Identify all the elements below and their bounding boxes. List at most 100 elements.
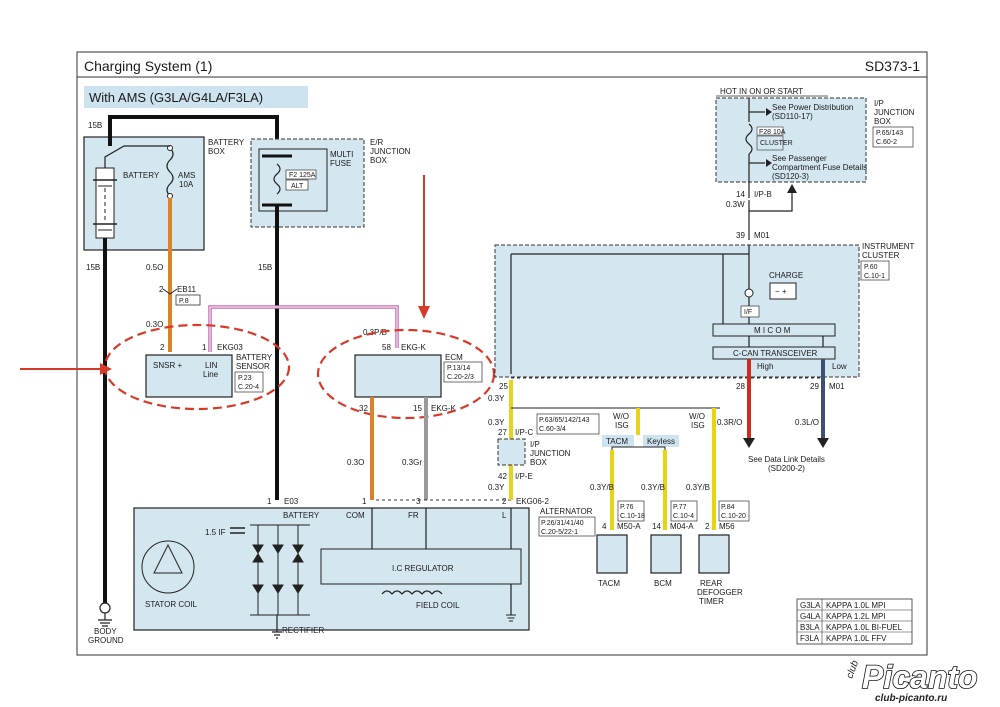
orange-wire-below-label: 0.3O: [146, 320, 163, 329]
ecm-bottom-connector: EKG-K: [431, 404, 457, 413]
body-ground-label: BODY: [94, 627, 117, 636]
module-wire-label: 0.3Y/B: [590, 483, 614, 492]
svg-text:− +: − +: [775, 287, 787, 296]
battery-sensor-label: BATTERY: [236, 353, 273, 362]
diagram-frame: [76, 51, 928, 656]
rectifier-diodes-icon: [250, 524, 310, 616]
yellow-wire-label-c: 0.3Y: [488, 483, 505, 492]
ip-box-top-label: JUNCTION: [874, 108, 915, 117]
alternator-ref: P.26/31/41/40: [541, 520, 584, 527]
battery-box-label: BATTERY: [208, 138, 245, 147]
alternator-ref: C.20-5/22-1: [541, 529, 578, 536]
cluster-fuse-icon: [745, 123, 753, 155]
ic-regulator-box: [320, 548, 522, 585]
cluster-pin-25: 25: [499, 382, 508, 391]
alternator-label: ALTERNATOR: [540, 507, 593, 516]
picanto-club-watermark: club Picanto club-picanto.ru: [844, 658, 978, 704]
subtitle: With AMS (G3LA/G4LA/F3LA): [89, 90, 263, 105]
eb11-page: P.8: [179, 298, 189, 305]
legend-code: B3LA: [800, 623, 820, 632]
battery-label: BATTERY: [123, 171, 160, 180]
module-wire-label: 0.3Y/B: [686, 483, 710, 492]
ic-regulator-label: I.C REGULATOR: [392, 564, 454, 573]
battery-sensor-label: SENSOR: [236, 362, 270, 371]
bcm-module-label: BCM: [654, 579, 672, 588]
orange-wire-label: 0.5O: [146, 263, 163, 272]
stator-coil-label: STATOR COIL: [145, 600, 198, 609]
module-wire-label: 0.3Y/B: [641, 483, 665, 492]
er-box-label: BOX: [370, 156, 388, 165]
ip-c-pin: 27: [498, 428, 507, 437]
see-data-link: See Data Link Details: [748, 455, 825, 464]
alt-fuse-name: ALT: [291, 183, 304, 190]
er-box-label: E/R: [370, 138, 384, 147]
instrument-cluster-ref: C.10-1: [864, 273, 885, 280]
alternator-pin-fr: 3: [416, 497, 421, 506]
sensor-lin-label: LIN: [205, 361, 218, 370]
ams-fuse-icon: [166, 147, 174, 197]
rear-defogger-pin: 2: [705, 522, 710, 531]
page-title: Charging System (1): [84, 58, 212, 74]
field-coil-label: FIELD COIL: [416, 601, 460, 610]
tacm-connector: M50-A: [617, 522, 641, 531]
field-coil-icon: [381, 590, 443, 595]
battery-ground-wire-label: 15B: [86, 263, 100, 272]
legend-code: G3LA: [800, 601, 821, 610]
cluster-bottom-connector: M01: [829, 382, 845, 391]
legend-code: F3LA: [800, 634, 820, 643]
battery-box-label: BOX: [208, 147, 226, 156]
cluster-top-pin: 39: [736, 231, 745, 240]
micom-box: [712, 323, 836, 337]
sensor-pin-left: 2: [160, 343, 165, 352]
ip-c-wire-label: 0.3Y: [488, 418, 505, 427]
ip-b-pin: 14: [736, 190, 745, 199]
rectifier-label: RECTIFIER: [282, 626, 324, 635]
ecm-box: [354, 354, 442, 398]
rear-defogger-label: DEFOGGER: [697, 588, 743, 597]
bcm-ref: C.10-4: [673, 513, 694, 520]
cluster-top-connector: M01: [754, 231, 770, 240]
terminal-com: COM: [346, 511, 365, 520]
page-code: SD373-1: [865, 58, 920, 74]
bcm-pin: 14: [652, 522, 661, 531]
ip-mid-ref: C.60-3/4: [539, 426, 566, 433]
wo-isg-label-2: W/O: [689, 412, 705, 421]
sensor-lin-label: Line: [203, 370, 219, 379]
alternator-pin-l: 2: [502, 497, 507, 506]
ip-mid-label: I/P: [530, 440, 540, 449]
stator-coil-icon: [141, 540, 195, 594]
eb11-connector: EB11: [177, 285, 197, 294]
ams-fuse-label: AMS: [178, 171, 195, 180]
bcm-connector: M04-A: [670, 522, 694, 531]
alt-fuse-code: F2 125A: [289, 172, 316, 179]
alternator-pin-com: 1: [362, 497, 367, 506]
ground-pin: 1: [267, 497, 272, 506]
ecm-top-connector: EKG-K: [401, 343, 427, 352]
body-ground-icon: [99, 602, 111, 614]
ecm-pin-right: 15: [413, 404, 422, 413]
can-low-label: Low: [832, 362, 847, 371]
watermark-brand: Picanto: [862, 659, 978, 695]
ams-fuse-rating: 10A: [179, 180, 194, 189]
sensor-pin-right: 1: [202, 343, 207, 352]
terminal-battery: BATTERY: [283, 511, 320, 520]
legend-desc: KAPPA 1.0L BI-FUEL: [826, 623, 903, 632]
ecm-left-wire-label: 0.3O: [347, 458, 364, 467]
rear-defogger-label: TIMER: [699, 597, 724, 606]
see-passenger-fuse: Compartment Fuse Details: [772, 163, 867, 172]
cluster-pin-29: 29: [810, 382, 819, 391]
legend-desc: KAPPA 1.2L MPI: [826, 612, 886, 621]
battery-top-wire-label: 15B: [88, 121, 102, 130]
charge-label: CHARGE: [769, 271, 803, 280]
can-high-label: High: [757, 362, 773, 371]
multi-fuse-label: FUSE: [330, 159, 351, 168]
ip-box-top-ref: P.65/143: [876, 130, 903, 137]
ecm-pin-left: 32: [359, 404, 368, 413]
tacm-module-box: [596, 534, 628, 574]
ecm-top-pin: 58: [382, 343, 391, 352]
er-wire-label: 15B: [258, 263, 272, 272]
ground-connector: E03: [284, 497, 299, 506]
legend-desc: KAPPA 1.0L FFV: [826, 634, 887, 643]
ip-mid-ref: P.63/65/142/143: [539, 417, 590, 424]
